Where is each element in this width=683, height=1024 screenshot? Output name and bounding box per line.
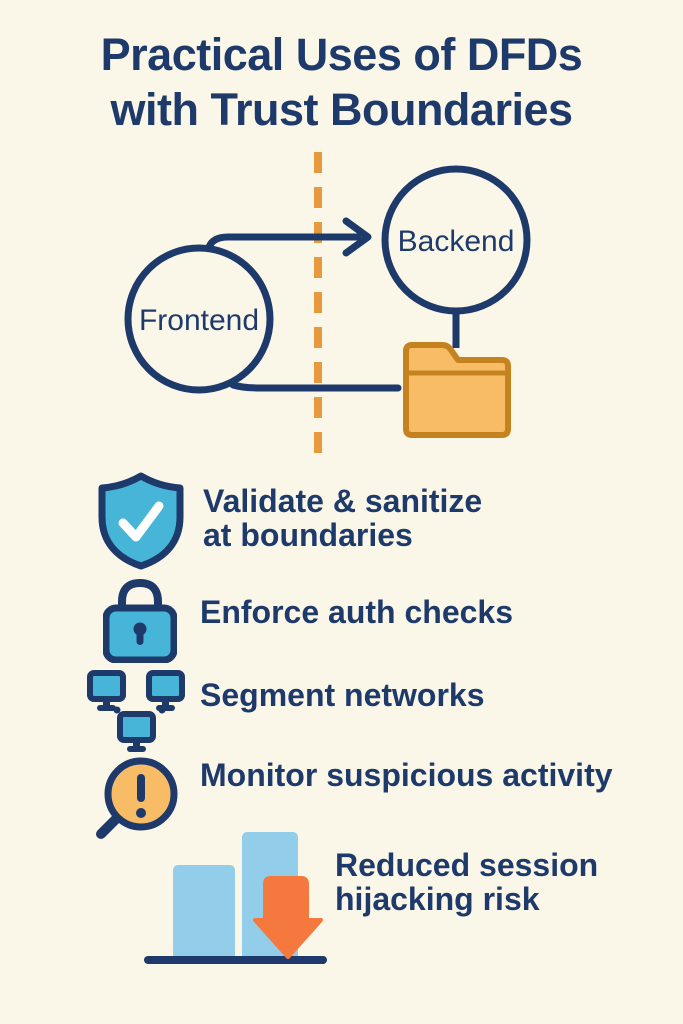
- frontend-to-folder-line: [229, 381, 402, 392]
- arrowhead-icon: [342, 217, 372, 257]
- network-icon: [87, 670, 185, 752]
- practice-label-monitor: Monitor suspicious activity: [200, 757, 613, 793]
- folder-icon: [403, 342, 511, 438]
- frontend-node: [124, 244, 274, 394]
- practice-label-auth: Enforce auth checks: [200, 594, 513, 630]
- magnifier-alert-icon: [96, 757, 178, 839]
- outcome-label: Reduced session hijacking risk: [335, 847, 599, 917]
- frontend-to-backend-arrow: [205, 233, 362, 251]
- dfd-diagram: Frontend Backend: [124, 152, 531, 455]
- frontend-node-label: Frontend: [139, 304, 259, 337]
- bar-chart-down-arrow-icon: [144, 832, 327, 964]
- practice-label-segment: Segment networks: [200, 677, 485, 713]
- lock-icon: [103, 578, 177, 663]
- practice-label-validate: Validate & sanitize at boundaries: [203, 483, 483, 553]
- backend-node-label: Backend: [398, 225, 515, 258]
- shield-check-icon: [98, 472, 184, 570]
- page-title: Practical Uses of DFDs with Trust Bounda…: [100, 29, 583, 135]
